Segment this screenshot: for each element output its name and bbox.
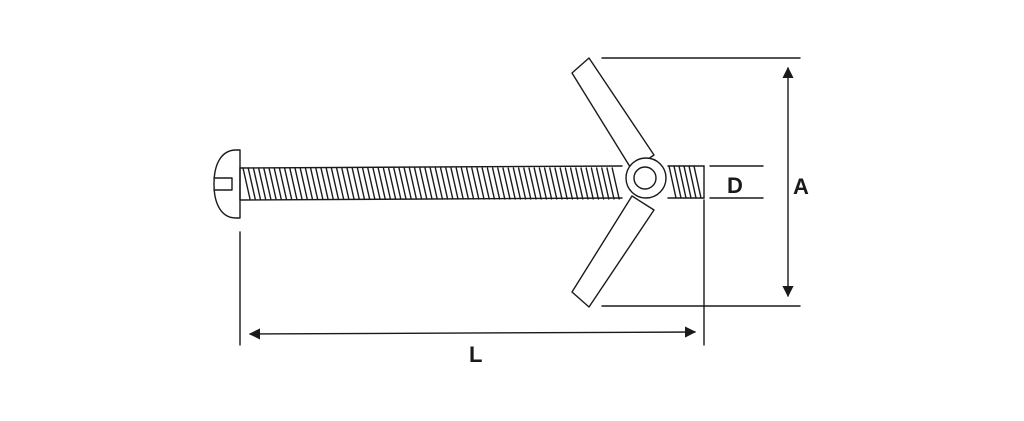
thread-line (450, 167, 459, 200)
thread-line (460, 167, 470, 200)
thread-line (413, 167, 423, 200)
thread-line (678, 165, 687, 199)
thread-line (481, 167, 490, 200)
wing-span-label: A (793, 174, 809, 199)
thread-line (393, 167, 402, 200)
thread-line (575, 167, 584, 200)
thread-line (278, 167, 288, 200)
thread-line (523, 167, 532, 200)
thread-line (688, 165, 697, 199)
screw-tip (667, 165, 705, 199)
thread-line (346, 167, 355, 200)
thread-line (543, 167, 553, 200)
thread-line (424, 167, 433, 200)
thread-line (341, 167, 350, 200)
thread-line (554, 167, 563, 200)
thread-line (611, 167, 620, 200)
thread-line (471, 167, 480, 200)
thread-line (273, 167, 282, 200)
thread-line (668, 165, 677, 199)
thread-line (502, 167, 511, 200)
thread-line (580, 167, 589, 200)
bolt-head (213, 149, 241, 219)
thread-line (445, 167, 454, 200)
thread-line (549, 167, 558, 200)
thread-line (476, 167, 485, 200)
thread-line (268, 167, 277, 200)
thread-line (335, 167, 345, 200)
thread-line (595, 167, 605, 200)
thread-line (590, 167, 600, 200)
thread-line (242, 167, 251, 200)
thread-line (569, 167, 579, 200)
diameter-label: D (727, 173, 743, 198)
thread-line (517, 167, 527, 200)
thread-line (387, 167, 397, 200)
toggle-wing (571, 57, 667, 308)
thread-line (408, 167, 418, 200)
shaft-threads (242, 167, 620, 200)
thread-line (382, 167, 392, 200)
thread-line (606, 167, 615, 200)
thread-line (351, 167, 360, 200)
thread-line (512, 167, 522, 200)
thread-line (533, 167, 542, 200)
thread-line (309, 167, 319, 200)
dimension-diameter (709, 165, 764, 199)
length-label: L (469, 342, 482, 367)
thread-line (507, 167, 516, 200)
thread-line (247, 167, 256, 200)
thread-line (320, 167, 329, 200)
thread-line (299, 167, 308, 200)
thread-line (289, 167, 298, 200)
thread-line (455, 167, 464, 200)
thread-line (330, 167, 340, 200)
thread-line (304, 167, 314, 200)
thread-line (325, 167, 334, 200)
thread-line (372, 167, 381, 200)
thread-line (434, 167, 444, 200)
thread-line (294, 167, 303, 200)
threaded-shaft (239, 165, 623, 201)
thread-line (429, 167, 438, 200)
thread-line (283, 167, 293, 200)
thread-line (601, 167, 610, 200)
thread-line (315, 167, 324, 200)
thread-line (439, 167, 449, 200)
thread-line (377, 167, 386, 200)
thread-line (263, 167, 272, 200)
thread-line (486, 167, 496, 200)
thread-line (367, 167, 376, 200)
thread-line (559, 167, 568, 200)
thread-line (361, 167, 371, 200)
dimension-length (239, 199, 705, 346)
thread-line (585, 167, 594, 200)
thread-line (538, 167, 548, 200)
thread-line (528, 167, 537, 200)
thread-line (257, 167, 267, 200)
dimension-wing-span (601, 57, 801, 307)
thread-line (398, 167, 407, 200)
thread-line (252, 167, 262, 200)
thread-line (497, 167, 506, 200)
thread-line (564, 167, 574, 200)
thread-line (683, 165, 692, 199)
thread-line (673, 165, 682, 199)
thread-line (693, 165, 702, 199)
thread-line (419, 167, 428, 200)
thread-line (403, 167, 412, 200)
thread-line (356, 167, 366, 200)
tip-threads (668, 165, 702, 199)
thread-line (491, 167, 501, 200)
thread-line (465, 167, 475, 200)
